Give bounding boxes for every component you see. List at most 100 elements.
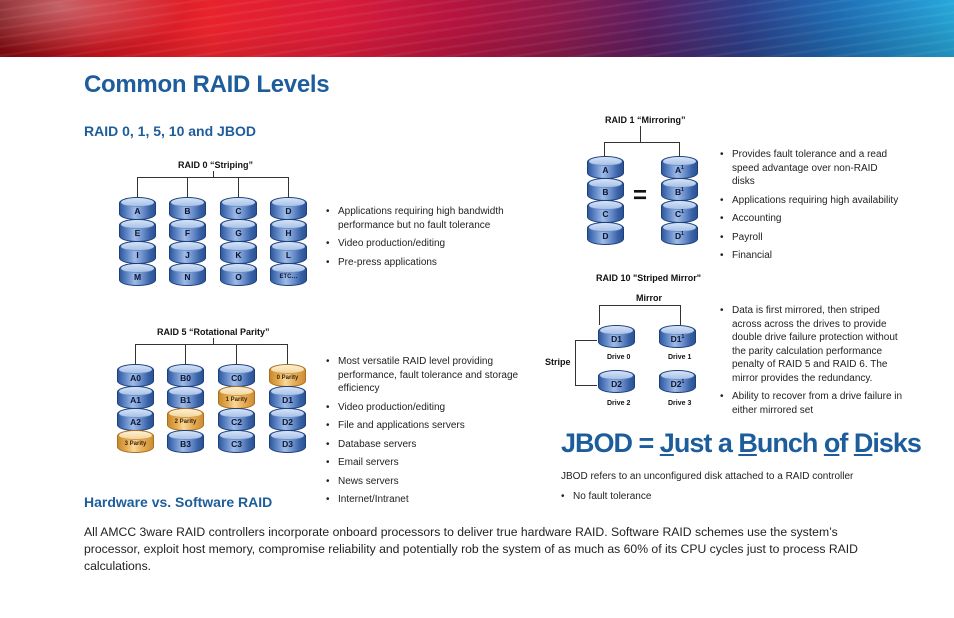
stripe-label: Stripe [545, 357, 571, 367]
disk-icon: D1 [269, 386, 306, 409]
raid1-bullets: Provides fault tolerance and a read spee… [720, 148, 900, 268]
disk-label: K [235, 250, 242, 260]
disk-icon: I [119, 241, 156, 264]
disk-icon: C0 [218, 364, 255, 387]
disk-icon: G [220, 219, 257, 242]
disk-icon: ETC… [270, 263, 307, 286]
disk-label: B [184, 206, 191, 216]
disk-label: D2 [282, 417, 293, 427]
disk-icon: D [270, 197, 307, 220]
raid10-bullets: Data is first mirrored, then striped acr… [720, 304, 912, 422]
list-item: Email servers [326, 456, 531, 470]
list-item: Ability to recover from a drive failure … [720, 390, 912, 417]
raid10-label: RAID 10 "Striped Mirror" [596, 273, 702, 283]
disk-icon: D11 [659, 325, 696, 348]
disk-label: D3 [282, 439, 293, 449]
list-item: Pre-press applications [326, 256, 526, 270]
raid1-label: RAID 1 “Mirroring” [605, 115, 686, 125]
disk-label: D1 [282, 395, 293, 405]
list-item: Most versatile RAID level providing perf… [326, 355, 531, 396]
disk-icon: A2 [117, 408, 154, 431]
hw-vs-sw-paragraph: All AMCC 3ware RAID controllers incorpor… [84, 525, 858, 573]
disk-icon: F [169, 219, 206, 242]
disk-icon: C3 [218, 430, 255, 453]
raid0-label: RAID 0 “Striping” [178, 160, 254, 170]
disk-icon: B [169, 197, 206, 220]
list-item: Database servers [326, 438, 531, 452]
disk-icon: B0 [167, 364, 204, 387]
disk-label: G [235, 228, 242, 238]
disk-label: 3 Parity [124, 441, 147, 447]
disk-label: D [285, 206, 292, 216]
header-banner [0, 0, 954, 57]
mirror-label: Mirror [636, 293, 663, 303]
disk-label: C1 [675, 209, 684, 219]
drive-caption: Drive 2 [607, 400, 631, 407]
disk-icon: B [587, 178, 624, 201]
list-item: Accounting [720, 212, 900, 226]
disk-label: D1 [611, 334, 622, 344]
disk-label: H [285, 228, 292, 238]
disk-icon: 2 Parity [167, 408, 204, 431]
raid5-label: RAID 5 “Rotational Parity” [157, 327, 270, 337]
list-item: No fault tolerance [561, 490, 761, 504]
disk-label: ETC… [279, 274, 298, 280]
disk-icon: B3 [167, 430, 204, 453]
list-item: Payroll [720, 231, 900, 245]
disk-icon: C2 [218, 408, 255, 431]
disk-label: D21 [670, 379, 685, 389]
disk-icon: K [220, 241, 257, 264]
disk-label: E [134, 228, 141, 238]
raid-levels-heading: RAID 0, 1, 5, 10 and JBOD [84, 123, 256, 139]
disk-icon: B1 [661, 178, 698, 201]
disk-label: N [184, 272, 191, 282]
disk-label: C3 [231, 439, 242, 449]
disk-label: C [235, 206, 242, 216]
jbod-heading: JBOD = Just a Bunch of Disks [561, 428, 922, 458]
disk-icon: N [169, 263, 206, 286]
drive-caption: Drive 1 [668, 354, 692, 361]
disk-icon: C [220, 197, 257, 220]
disk-label: D1 [675, 231, 684, 241]
jbod-description: JBOD refers to an unconfigured disk atta… [561, 471, 854, 482]
raid5-bullets: Most versatile RAID level providing perf… [326, 355, 531, 512]
equals-sign: = [633, 182, 648, 209]
disk-icon: 0 Parity [269, 364, 306, 387]
disk-label: O [235, 272, 242, 282]
drive-caption: Drive 0 [607, 354, 631, 361]
disk-icon: D1 [661, 222, 698, 245]
disk-icon: B1 [167, 386, 204, 409]
disk-icon: D3 [269, 430, 306, 453]
disk-label: A1 [675, 165, 684, 175]
disk-label: B [602, 187, 609, 197]
disk-icon: J [169, 241, 206, 264]
list-item: Applications requiring high availability [720, 194, 900, 208]
disk-icon: C1 [661, 200, 698, 223]
disk-label: I [136, 250, 139, 260]
disk-icon: D21 [659, 370, 696, 393]
disk-label: B0 [180, 373, 191, 383]
disk-label: C2 [231, 417, 242, 427]
list-item: Applications requiring high bandwidth pe… [326, 205, 526, 232]
disk-icon: D [587, 222, 624, 245]
disk-label: B1 [675, 187, 684, 197]
disk-icon: M [119, 263, 156, 286]
disk-label: A2 [130, 417, 141, 427]
disk-icon: A [119, 197, 156, 220]
disk-label: A0 [130, 373, 141, 383]
disk-icon: E [119, 219, 156, 242]
disk-label: D [602, 231, 609, 241]
list-item: Data is first mirrored, then striped acr… [720, 304, 912, 385]
disk-icon: D1 [598, 325, 635, 348]
disk-icon: A1 [661, 156, 698, 179]
disk-label: M [133, 272, 142, 282]
disk-icon: D2 [269, 408, 306, 431]
disk-icon: A [587, 156, 624, 179]
disk-label: C0 [231, 373, 242, 383]
disk-label: J [185, 250, 190, 260]
disk-label: A1 [130, 395, 141, 405]
disk-label: B3 [180, 439, 191, 449]
disk-label: L [285, 250, 292, 260]
disk-label: 2 Parity [174, 419, 197, 425]
disk-label: A [602, 165, 609, 175]
